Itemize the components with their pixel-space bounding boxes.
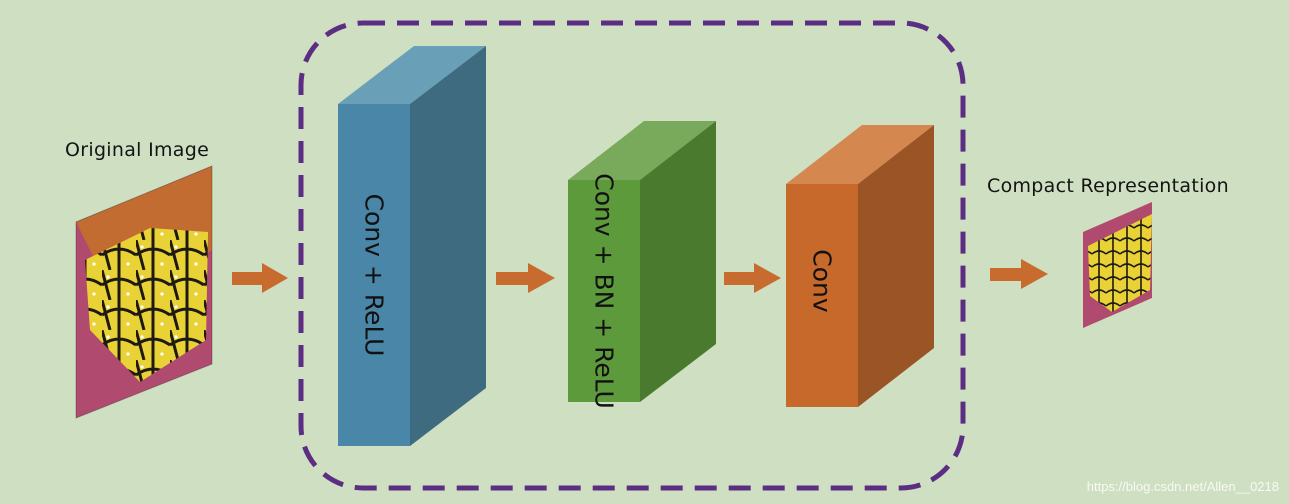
compact-image-wing	[1088, 214, 1152, 312]
compact-representation-image	[1083, 202, 1152, 328]
original-image	[75, 165, 213, 419]
network-frame	[298, 20, 966, 491]
original-image-border	[75, 165, 213, 419]
block-conv-bn-relu-side	[640, 121, 716, 402]
input-label: Original Image	[65, 139, 210, 161]
block-conv-relu-label: Conv + ReLU	[360, 194, 389, 357]
block-conv-front	[786, 184, 858, 407]
block-conv-bn-relu-label: Conv + BN + ReLU	[590, 173, 619, 409]
output-label: Compact Representation	[987, 175, 1229, 197]
arrow-block2-to-block3	[724, 263, 781, 293]
arrow-network-to-output	[990, 259, 1048, 289]
watermark: https://blog.csdn.net/Allen__0218	[1086, 479, 1279, 494]
arrow-input-to-network	[232, 263, 288, 293]
block-conv-relu: Conv + ReLU	[338, 46, 486, 446]
block-conv-side	[858, 125, 934, 407]
block-conv-relu-side	[410, 46, 486, 446]
block-conv-bn-relu-top	[568, 121, 716, 180]
block-conv-bn-relu-front	[568, 180, 640, 402]
original-image-lower-wing	[85, 228, 208, 382]
block-conv: Conv	[786, 125, 934, 407]
arrow-block1-to-block2	[496, 263, 555, 293]
block-conv-label: Conv	[808, 249, 837, 313]
block-conv-relu-front	[338, 104, 410, 446]
block-conv-relu-top	[338, 46, 486, 104]
block-conv-bn-relu: Conv + BN + ReLU	[568, 121, 716, 409]
block-conv-top	[786, 125, 934, 184]
